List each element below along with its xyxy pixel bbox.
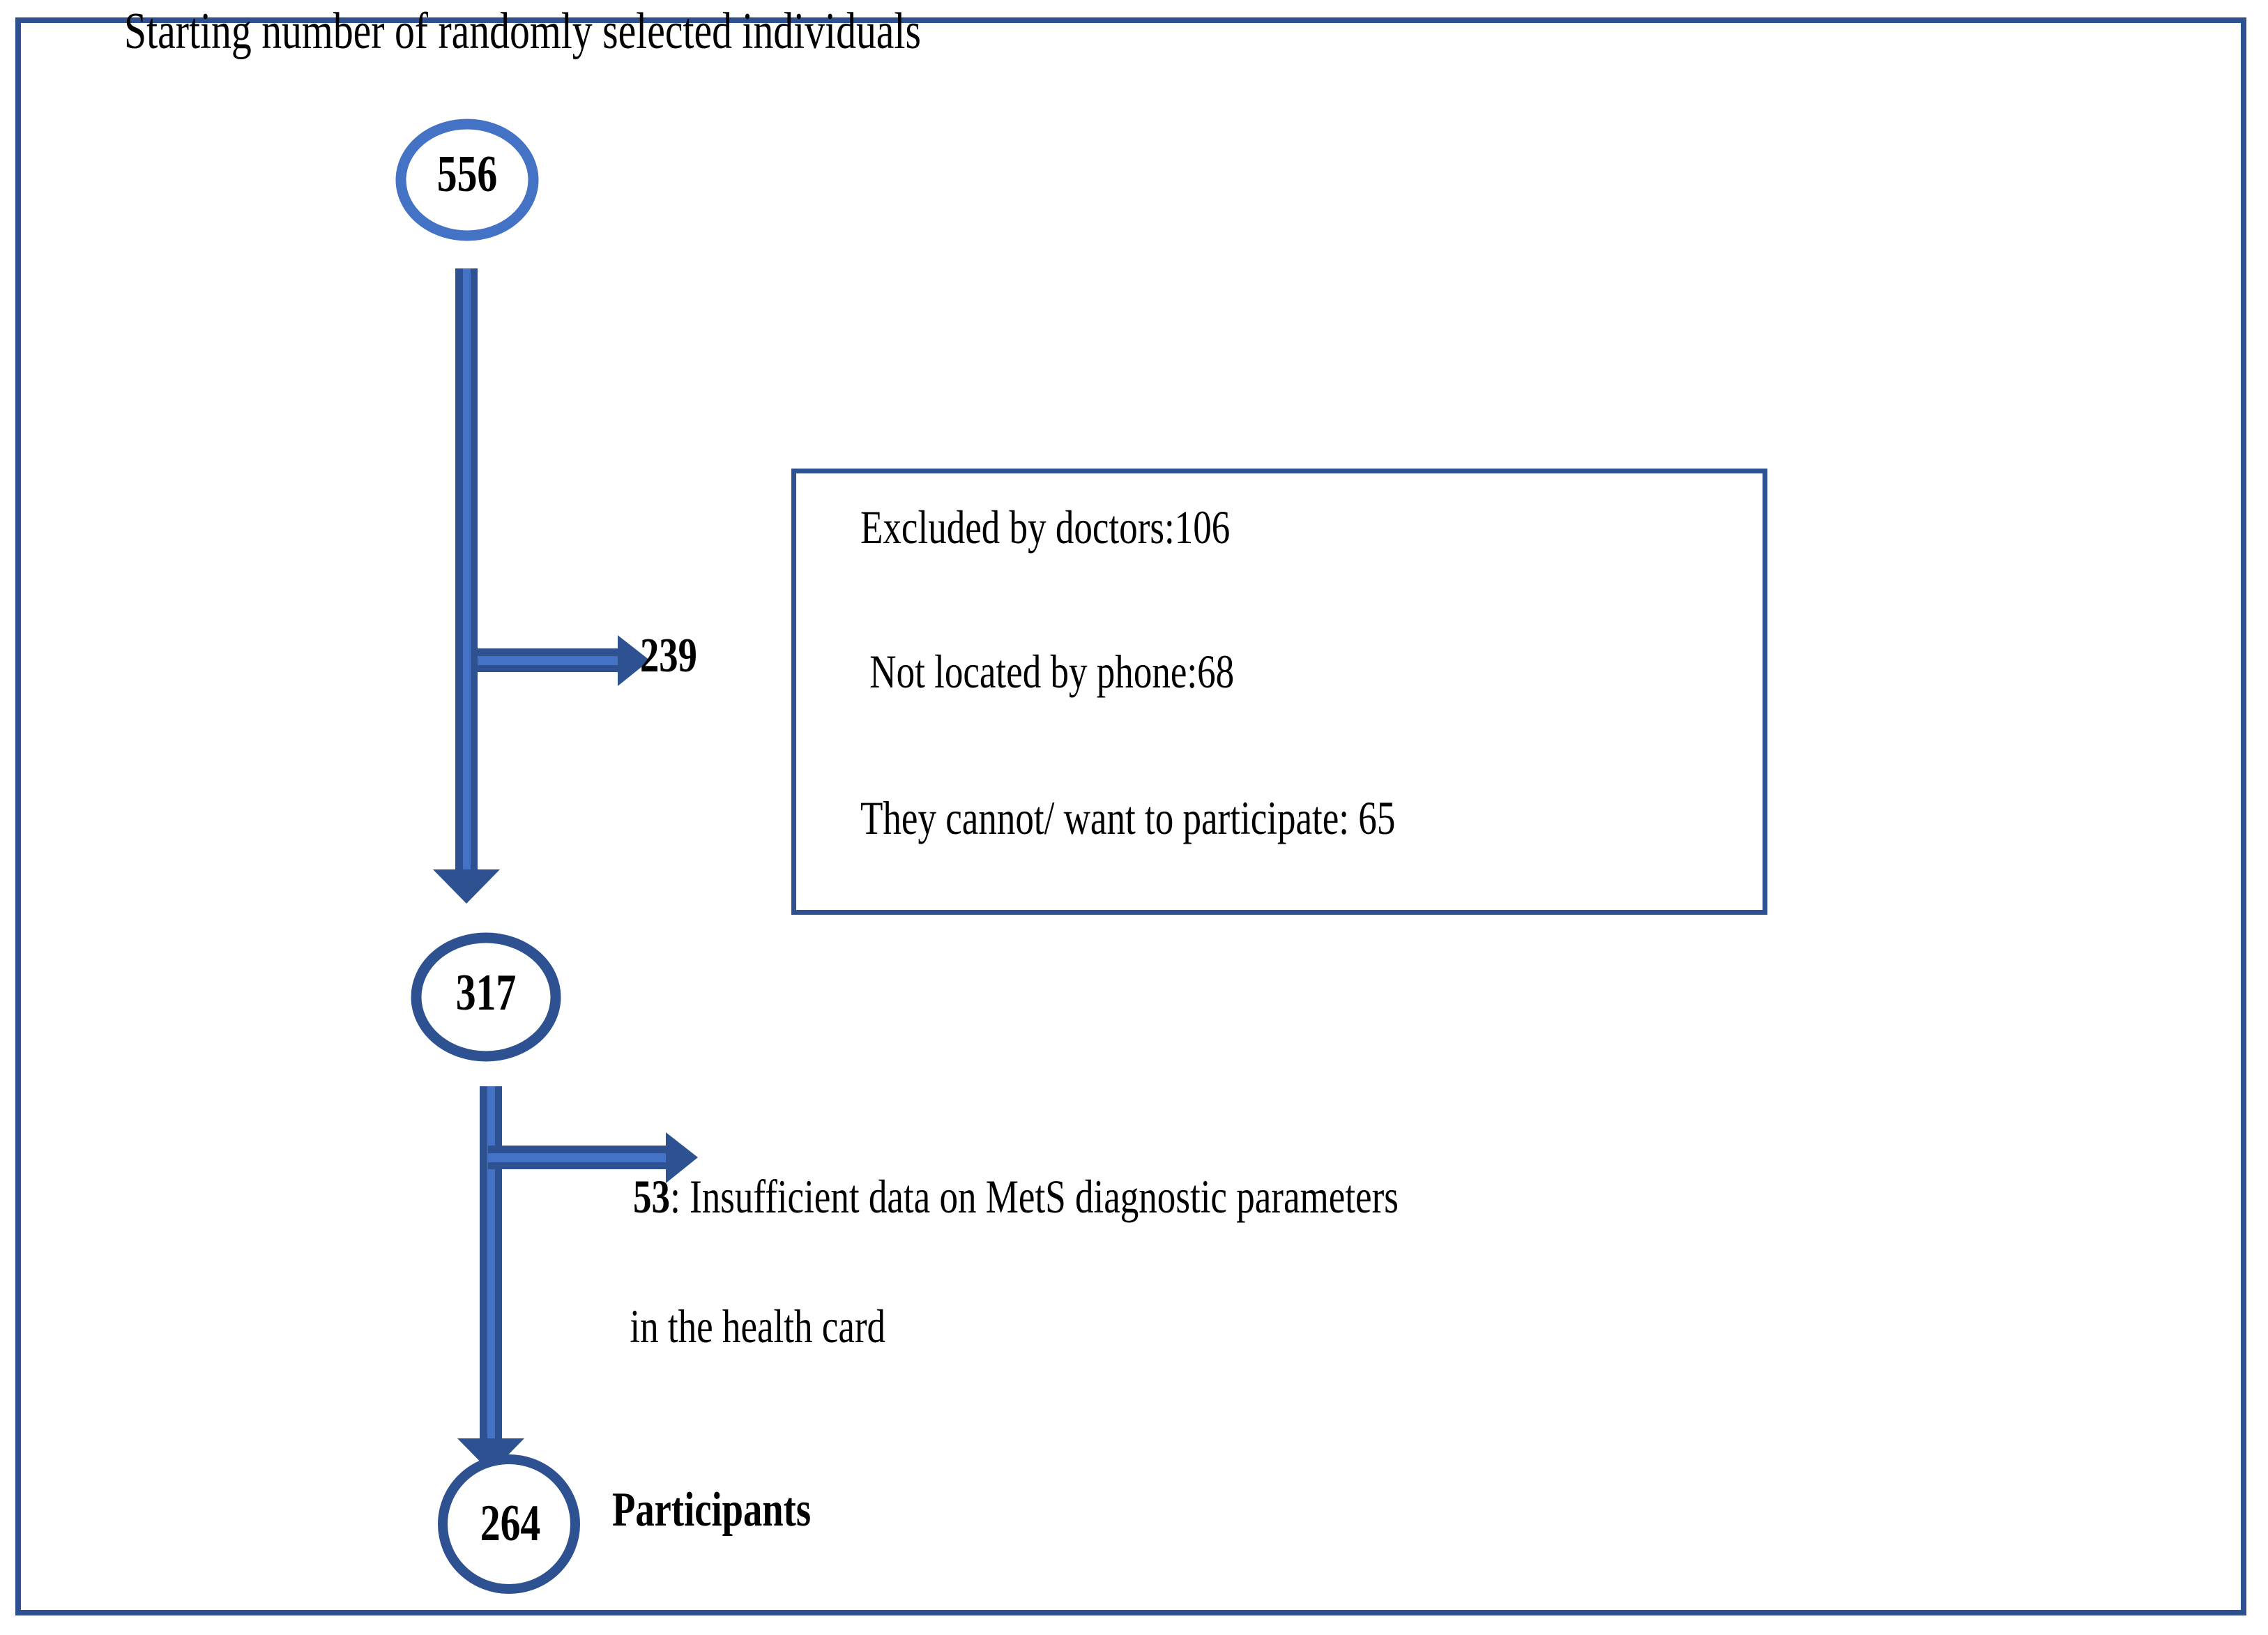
exclusion-reason-phone: Not located by phone:68 <box>860 645 1235 698</box>
exclusions-box: Excluded by doctors:106 Not located by p… <box>791 469 1767 915</box>
node-264-value: 264 <box>480 1495 541 1552</box>
node-264-ellipse <box>438 1454 580 1594</box>
branch-53-label: 53: Insufficient data on MetS diagnostic… <box>596 1114 1399 1464</box>
arrow-556-to-317 <box>433 268 500 904</box>
branch-239-count: 239 <box>640 629 697 683</box>
branch-53-reason-line-1: : Insufficient data on MetS diagnostic p… <box>670 1170 1399 1223</box>
node-556-ellipse <box>395 119 539 241</box>
arrow-branch-239 <box>478 635 650 686</box>
page-border <box>15 17 2246 1615</box>
participants-label: Participants <box>612 1483 812 1537</box>
page-title: Starting number of randomly selected ind… <box>124 3 921 60</box>
node-317-value: 317 <box>455 964 517 1021</box>
node-317-ellipse <box>411 932 561 1062</box>
exclusion-reason-participate: They cannot/ want to participate: 65 <box>860 791 1396 844</box>
branch-53-reason-line-2: in the health card <box>630 1300 886 1353</box>
arrow-317-to-264 <box>457 1086 524 1473</box>
exclusion-reason-doctors: Excluded by doctors:106 <box>860 501 1231 554</box>
branch-53-count: 53 <box>633 1170 671 1223</box>
node-556-value: 556 <box>436 146 498 203</box>
arrow-branch-53 <box>488 1132 698 1183</box>
